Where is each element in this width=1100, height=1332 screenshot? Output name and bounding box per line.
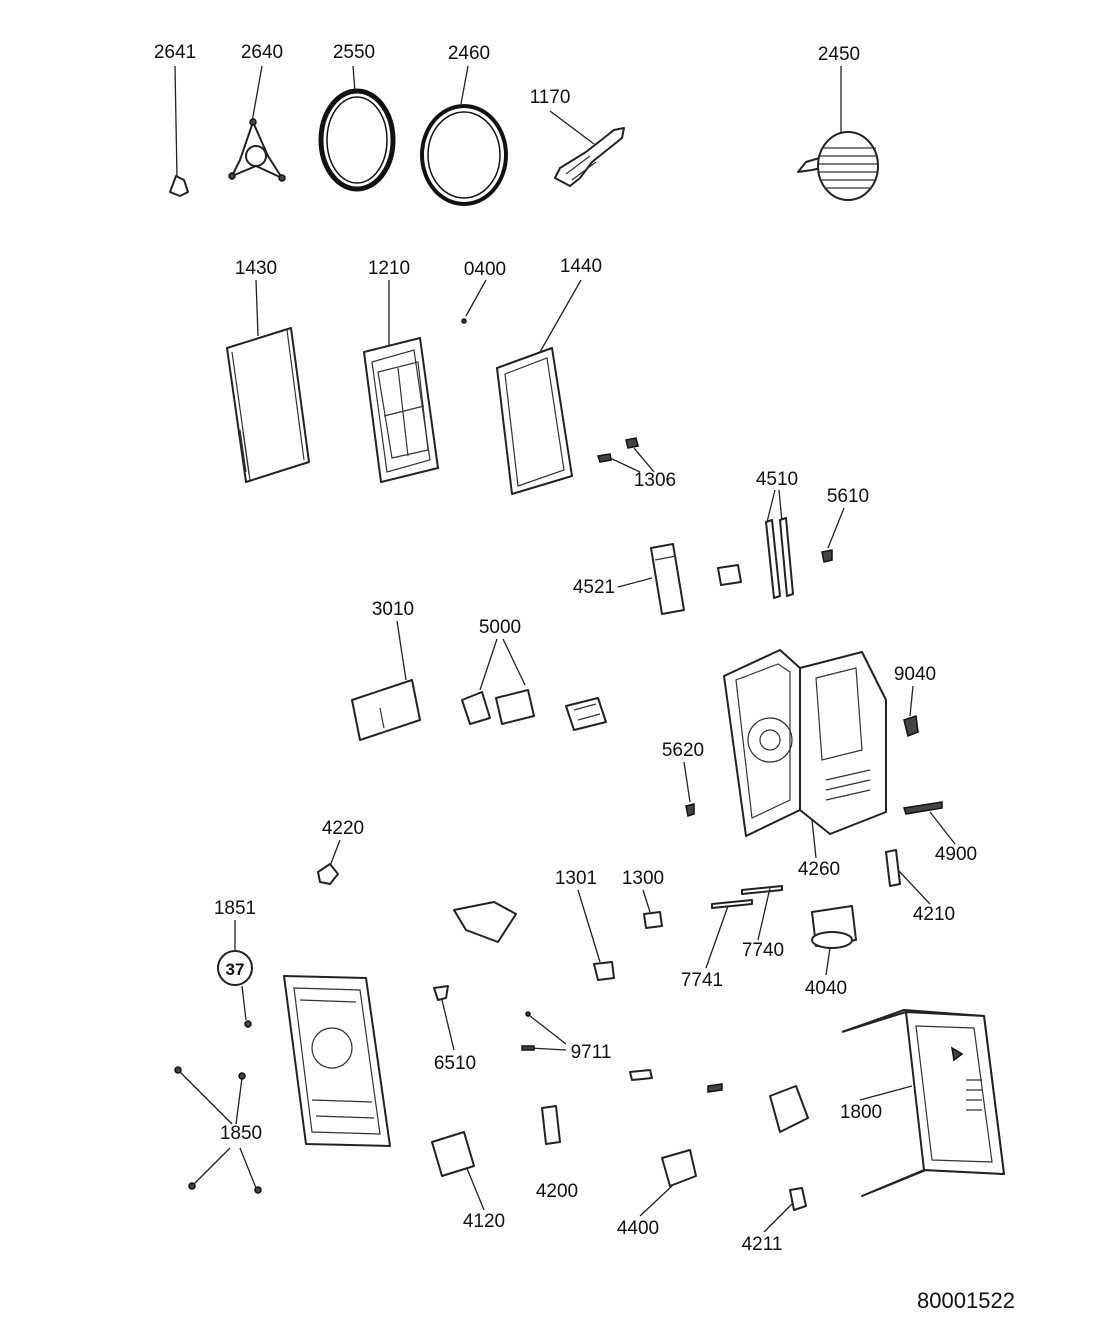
label-4210: 4210	[913, 904, 955, 925]
badge-1851-number: 37	[226, 960, 245, 979]
label-4211: 4211	[742, 1234, 783, 1255]
part-7740-7741-strips	[705, 885, 783, 969]
part-2460-gasket	[420, 65, 508, 206]
part-1301	[577, 889, 615, 981]
label-4521: 4521	[573, 577, 615, 598]
part-4510-tubes	[765, 489, 794, 599]
part-1850-screws	[174, 1066, 262, 1194]
label-5610: 5610	[827, 486, 869, 507]
part-cavity-assembly	[723, 649, 887, 837]
part-1430-door-panel	[226, 279, 310, 483]
part-1300	[642, 889, 663, 929]
label-0400: 0400	[464, 259, 506, 280]
part-pcb	[565, 697, 607, 731]
label-2460: 2460	[448, 43, 490, 64]
label-1170: 1170	[530, 87, 571, 108]
label-4400: 4400	[617, 1218, 659, 1239]
part-fan-bracket	[769, 1085, 809, 1133]
part-4200-capacitor	[541, 1105, 561, 1145]
part-2450-grille	[797, 66, 879, 201]
part-5000-module	[461, 638, 535, 725]
part-2641-coupler	[169, 65, 189, 197]
label-3010: 3010	[372, 599, 414, 620]
label-2450: 2450	[818, 44, 860, 65]
part-1800-outer-casing	[841, 1009, 1005, 1197]
part-4900	[903, 801, 956, 845]
label-1210: 1210	[368, 258, 410, 279]
part-3010-control-box	[351, 620, 421, 741]
label-2640: 2640	[241, 42, 283, 63]
part-1170-handle	[549, 110, 625, 187]
label-5000: 5000	[479, 617, 521, 638]
part-4400-fan	[639, 1149, 697, 1217]
part-5610-clip	[821, 507, 845, 563]
part-4521-bracket	[617, 543, 685, 615]
part-1306-hinges	[597, 437, 655, 473]
label-9711: 9711	[571, 1042, 612, 1063]
part-bracket	[453, 901, 517, 943]
label-1851: 1851	[214, 898, 256, 919]
label-1850: 1850	[220, 1123, 262, 1144]
part-4220	[317, 839, 341, 885]
label-1306: 1306	[634, 470, 676, 491]
part-4210-switch	[885, 849, 931, 905]
label-4510: 4510	[756, 469, 798, 490]
label-4200: 4200	[536, 1181, 578, 1202]
part-2640-roller-support	[228, 65, 286, 182]
part-5620	[683, 761, 695, 817]
label-9040: 9040	[894, 664, 936, 685]
document-number: 80001522	[917, 1288, 1015, 1313]
part-9040-latch	[903, 685, 919, 738]
label-1800: 1800	[840, 1102, 882, 1123]
part-rear-panel	[283, 975, 391, 1147]
part-1440-choke-frame	[496, 279, 582, 495]
label-4220: 4220	[322, 818, 364, 839]
label-4040: 4040	[805, 978, 847, 999]
part-4260	[811, 819, 817, 859]
label-1300: 1300	[622, 868, 664, 889]
part-1851-badge: 37	[217, 920, 253, 1028]
label-4120: 4120	[463, 1211, 505, 1232]
label-5620: 5620	[662, 740, 704, 761]
part-1210-door-inner	[363, 280, 439, 483]
label-2641: 2641	[154, 42, 196, 63]
part-small-plate	[717, 564, 742, 586]
label-1430: 1430	[235, 258, 277, 279]
part-small-connectors	[629, 1069, 723, 1093]
label-4260: 4260	[798, 859, 840, 880]
part-4120-transformer	[431, 1131, 485, 1211]
label-7740: 7740	[742, 940, 784, 961]
label-2550: 2550	[333, 42, 375, 63]
part-4040-motor	[811, 905, 857, 976]
label-7741: 7741	[681, 970, 723, 991]
part-0400-screw	[461, 279, 487, 324]
label-1301: 1301	[555, 868, 597, 889]
label-1440: 1440	[560, 256, 602, 277]
part-4211	[763, 1187, 807, 1233]
label-4900: 4900	[935, 844, 977, 865]
part-9711-screws	[521, 1011, 567, 1051]
part-6510	[433, 985, 455, 1051]
label-6510: 6510	[434, 1053, 476, 1074]
part-2550-ring	[318, 65, 396, 192]
